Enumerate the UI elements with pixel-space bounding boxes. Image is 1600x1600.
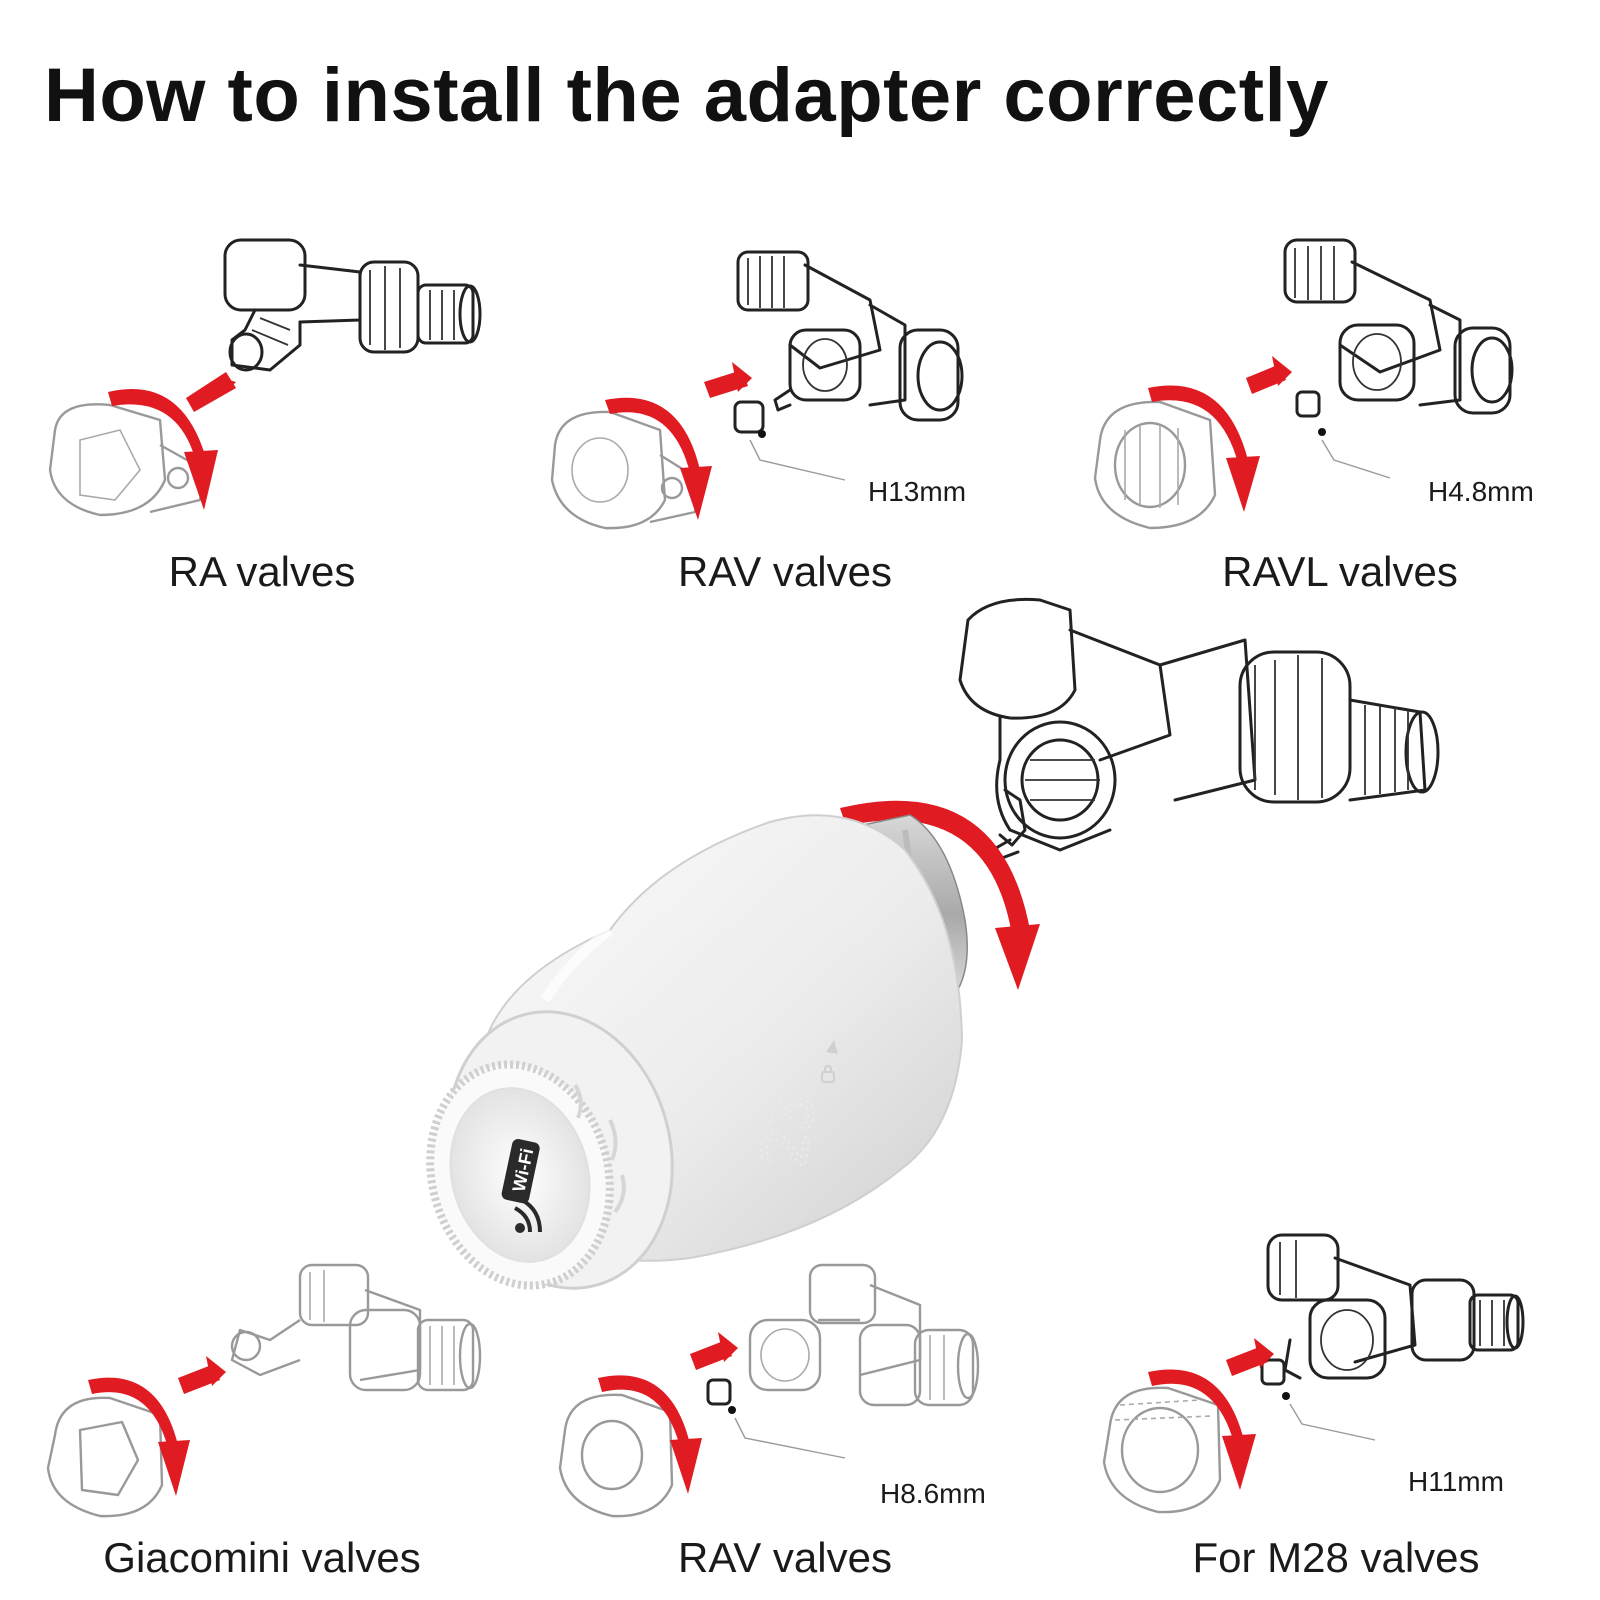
ra-rotate-arrow-icon [108,372,236,510]
m28-rotate-arrow-icon [1148,1338,1274,1490]
rav-rotate-arrow-icon-top [605,362,752,520]
ra-valve-drawing [223,238,482,372]
dimension-label-h11: H11mm [1408,1466,1504,1497]
center-valve-drawing [958,597,1440,860]
rav-adapter-ring-bottom [558,1393,674,1518]
h4-8-leader-line [1321,439,1391,479]
dimension-label-h8-6: H8.6mm [880,1478,986,1509]
giacomini-adapter-ring [46,1396,164,1518]
wifi-badge-icon [501,1139,540,1204]
giacomini-valve-drawing [230,1263,482,1392]
dimension-label-h4-8: H4.8mm [1428,476,1534,507]
rav-valve-drawing-bottom [706,1263,980,1414]
m28-valve-drawing [1260,1233,1525,1400]
h13-leader-line [749,439,846,481]
valve-label-rav-bottom: RAV valves [678,1534,892,1581]
giacomini-rotate-arrow-icon [88,1356,226,1496]
wifi-signal-icon [513,1198,542,1233]
ravl-adapter-ring [1093,400,1217,530]
dimension-label-h13: H13mm [868,476,967,507]
h8-6-leader-line [734,1417,846,1459]
valve-label-rav-top: RAV valves [678,548,892,595]
valve-label-ravl: RAVL valves [1222,548,1458,595]
valve-label-giacomini: Giacomini valves [103,1534,421,1581]
page-title: How to install the adapter correctly [44,53,1329,138]
center-rotate-arrow-icon [840,800,1040,990]
ravl-valve-drawing [1283,238,1514,436]
m28-adapter-ring [1102,1386,1222,1514]
rav-rotate-arrow-icon-bottom [598,1332,738,1494]
led-display-digits: 23 [747,1088,830,1172]
rav-valve-drawing-top [733,250,964,438]
h11-leader-line [1289,1403,1376,1441]
valve-label-ra: RA valves [168,548,356,595]
valve-label-m28: For M28 valves [1192,1534,1480,1581]
heat-icon [826,1040,838,1054]
lock-icon [821,1065,835,1083]
thermostat-device [426,814,968,1290]
ravl-rotate-arrow-icon [1148,356,1292,512]
